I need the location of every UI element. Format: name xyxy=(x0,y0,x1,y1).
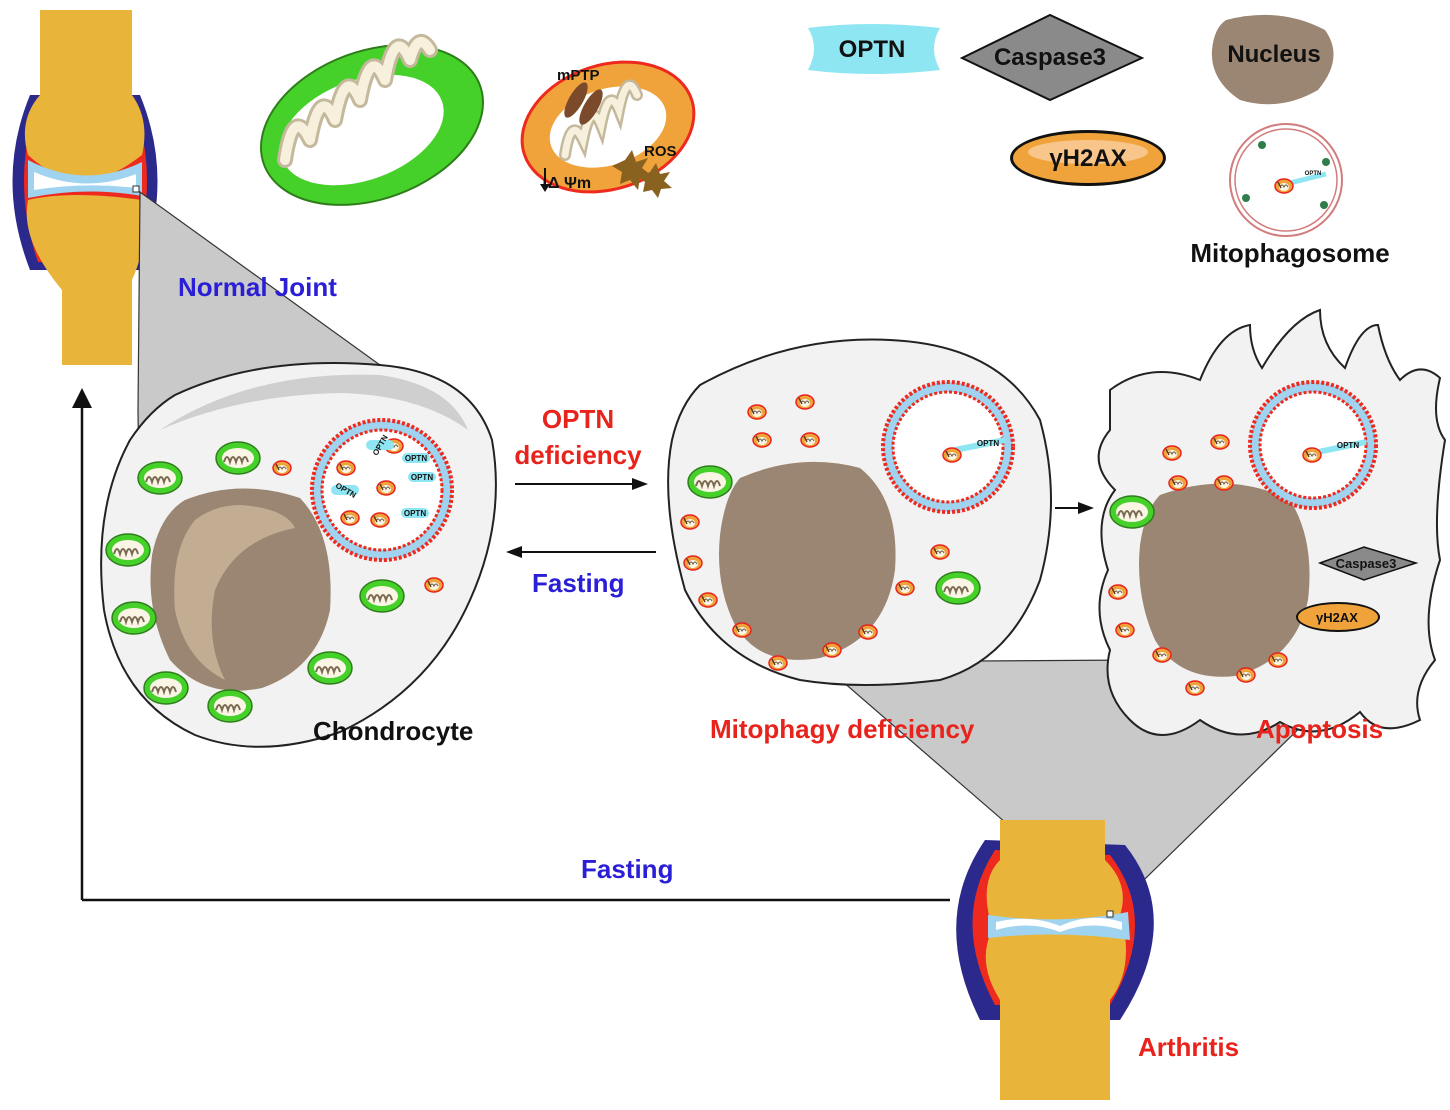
cell-caspase3-label: Caspase3 xyxy=(1336,556,1397,571)
damaged-mitochondrion xyxy=(1162,445,1182,461)
mitochondrion xyxy=(307,651,353,685)
ros-label: ROS xyxy=(644,143,677,160)
damaged-mitochondrion xyxy=(895,580,915,596)
damaged-mitochondrion xyxy=(768,655,788,671)
damaged-mitochondrion xyxy=(1108,584,1128,600)
fasting-label-middle: Fasting xyxy=(532,568,625,598)
damaged-mitochondrion xyxy=(370,512,390,528)
damaged-mitochondrion-icon xyxy=(520,60,696,198)
arthritic-joint xyxy=(956,820,1154,1100)
mitophagy-deficiency-label: Mitophagy deficiency xyxy=(710,714,975,744)
damaged-mitochondrion xyxy=(1115,622,1135,638)
gamma-h2ax-legend-icon: γH2AX xyxy=(1010,130,1166,186)
damaged-mitochondrion xyxy=(1185,680,1205,696)
damaged-mitochondrion xyxy=(1302,447,1322,463)
damaged-mitochondrion xyxy=(698,592,718,608)
damaged-mitochondrion xyxy=(1168,475,1188,491)
optn-deficiency-label-line1: OPTN xyxy=(541,404,615,434)
damaged-mitochondrion xyxy=(683,555,703,571)
mitochondrion xyxy=(935,571,981,605)
fasting-label-bottom: Fasting xyxy=(581,854,674,884)
mitochondrion xyxy=(207,689,253,723)
damaged-mitochondrion xyxy=(942,447,962,463)
damaged-mitochondrion xyxy=(272,460,292,476)
damaged-mitochondrion xyxy=(336,460,356,476)
damaged-mitochondrion xyxy=(822,642,842,658)
svg-text:γH2AX: γH2AX xyxy=(1049,145,1126,172)
fasting-arrow xyxy=(506,546,656,558)
damaged-mitochondrion xyxy=(858,624,878,640)
apoptotic-cell xyxy=(1097,308,1447,736)
damaged-mitochondrion xyxy=(732,622,752,638)
damaged-mitochondrion xyxy=(340,510,360,526)
damaged-mitochondrion xyxy=(1214,475,1234,491)
caspase3-legend-icon: Caspase3 xyxy=(959,13,1145,102)
mitochondrion xyxy=(137,461,183,495)
nucleus-legend-icon: Nucleus xyxy=(1211,14,1334,105)
mitophagosome-label: Mitophagosome xyxy=(1190,238,1389,268)
mitochondrion xyxy=(215,441,261,475)
damaged-mitochondrion xyxy=(1210,434,1230,450)
optn-deficiency-arrow xyxy=(515,478,648,490)
damaged-mitochondrion xyxy=(930,544,950,560)
mitophagosome-legend-icon: OPTN xyxy=(1229,123,1343,237)
apoptosis-label: Apoptosis xyxy=(1256,714,1384,744)
mitochondrion xyxy=(1109,495,1155,529)
mptp-label: mPTP xyxy=(557,67,600,84)
cell-optn-label: OPTN xyxy=(404,509,426,518)
cell-optn-label: OPTN xyxy=(977,439,999,448)
damaged-mitochondrion xyxy=(376,480,396,496)
optn-legend-icon: OPTN xyxy=(808,24,940,74)
svg-text:OPTN: OPTN xyxy=(1305,171,1322,177)
large-healthy-mitochondrion-icon xyxy=(260,34,484,206)
svg-text:OPTN: OPTN xyxy=(839,36,906,63)
delta-psi-label: ↓Δ Ψm xyxy=(540,175,591,192)
mitochondrion xyxy=(111,601,157,635)
mitochondrion xyxy=(359,579,405,613)
chondrocyte-label: Chondrocyte xyxy=(313,716,474,746)
svg-text:Caspase3: Caspase3 xyxy=(994,44,1106,71)
cell-optn-label: OPTN xyxy=(405,454,427,463)
mitochondrion xyxy=(143,671,189,705)
damaged-mitochondrion xyxy=(752,432,772,448)
damaged-mitochondrion xyxy=(1152,647,1172,663)
optn-deficiency-label-line2: deficiency xyxy=(514,440,642,470)
normal-joint xyxy=(12,10,158,365)
cell-gamma-h2ax-label: γH2AX xyxy=(1316,610,1358,625)
damaged-mitochondrion xyxy=(800,432,820,448)
damaged-mitochondrion xyxy=(1268,652,1288,668)
cell-optn-label: OPTN xyxy=(1337,441,1359,450)
damaged-mitochondrion xyxy=(747,404,767,420)
damaged-mitochondrion xyxy=(1236,667,1256,683)
arthritis-label: Arthritis xyxy=(1138,1032,1240,1062)
damaged-mitochondrion xyxy=(680,514,700,530)
damaged-mitochondrion xyxy=(424,577,444,593)
damaged-mitochondrion xyxy=(795,394,815,410)
mitochondrion xyxy=(687,465,733,499)
fasting-return-arrow xyxy=(72,388,950,902)
mitochondrion xyxy=(105,533,151,567)
cell-optn-label: OPTN xyxy=(411,473,433,482)
svg-text:Nucleus: Nucleus xyxy=(1227,41,1320,68)
progression-arrow xyxy=(1055,502,1094,514)
normal-joint-label: Normal Joint xyxy=(178,272,337,302)
